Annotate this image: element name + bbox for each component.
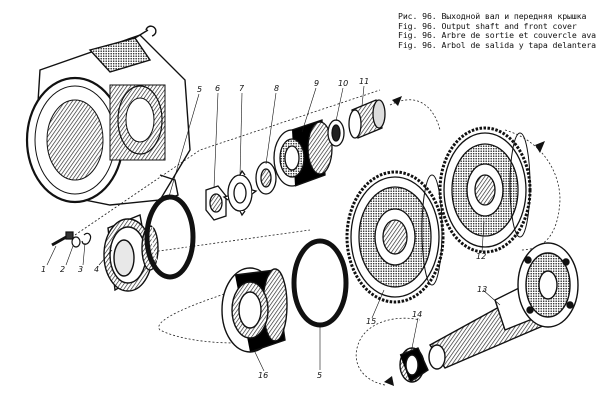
part-14-bearing-ring	[399, 347, 429, 383]
part-15-gear-large	[345, 170, 445, 304]
part-1-bolt	[51, 231, 74, 247]
label-13: 13	[477, 285, 487, 294]
caption-russian: Рис. 96. Выходной вал и передняя крышка	[398, 12, 587, 21]
label-3: 3	[78, 265, 83, 274]
label-12: 12	[476, 252, 486, 261]
label-5-lower: 5	[317, 371, 322, 380]
part-2-washer	[71, 236, 81, 248]
assembly-arrows	[384, 96, 545, 386]
label-8: 8	[274, 84, 279, 93]
part-10-ring	[327, 119, 345, 147]
label-14: 14	[412, 310, 422, 319]
part-9-roller-bearing	[273, 119, 333, 187]
part-3-spring-washer	[81, 232, 92, 245]
part-7-lock-washer	[222, 169, 258, 217]
caption-spanish: Fig. 96. Arbol de salida y tapa delanter…	[398, 40, 596, 50]
figure-caption: Рис. 96. Выходной вал и передняя крышка …	[398, 12, 596, 50]
caption-french: Fig. 96. Arbre de sortie et couvercle av…	[398, 31, 596, 41]
label-9: 9	[314, 79, 319, 88]
leader-lines	[46, 85, 501, 372]
part-16-cover	[221, 267, 288, 353]
label-11: 11	[359, 77, 369, 86]
label-6: 6	[215, 84, 220, 93]
label-2: 2	[60, 265, 65, 274]
part-11-sleeve	[348, 99, 386, 139]
part-13-output-shaft	[428, 242, 579, 370]
gearbox-housing	[25, 25, 191, 206]
label-5-upper: 5	[197, 85, 202, 94]
part-6-nut	[205, 185, 227, 221]
label-1: 1	[41, 265, 46, 274]
label-15: 15	[366, 317, 376, 326]
label-10: 10	[338, 79, 348, 88]
part-5-gasket-upper	[144, 194, 196, 280]
caption-english: Fig. 96. Output shaft and front cover	[398, 21, 577, 31]
label-4: 4	[94, 265, 99, 274]
label-7: 7	[239, 84, 245, 93]
part-8-washer	[255, 161, 277, 195]
part-12-gear	[438, 126, 532, 254]
label-16: 16	[258, 371, 268, 380]
part-labels: 1 2 3 4 5 6 7 8 9 10 11 12 13 14 15 16 5	[41, 77, 487, 380]
part-5-gasket-lower	[291, 238, 349, 328]
